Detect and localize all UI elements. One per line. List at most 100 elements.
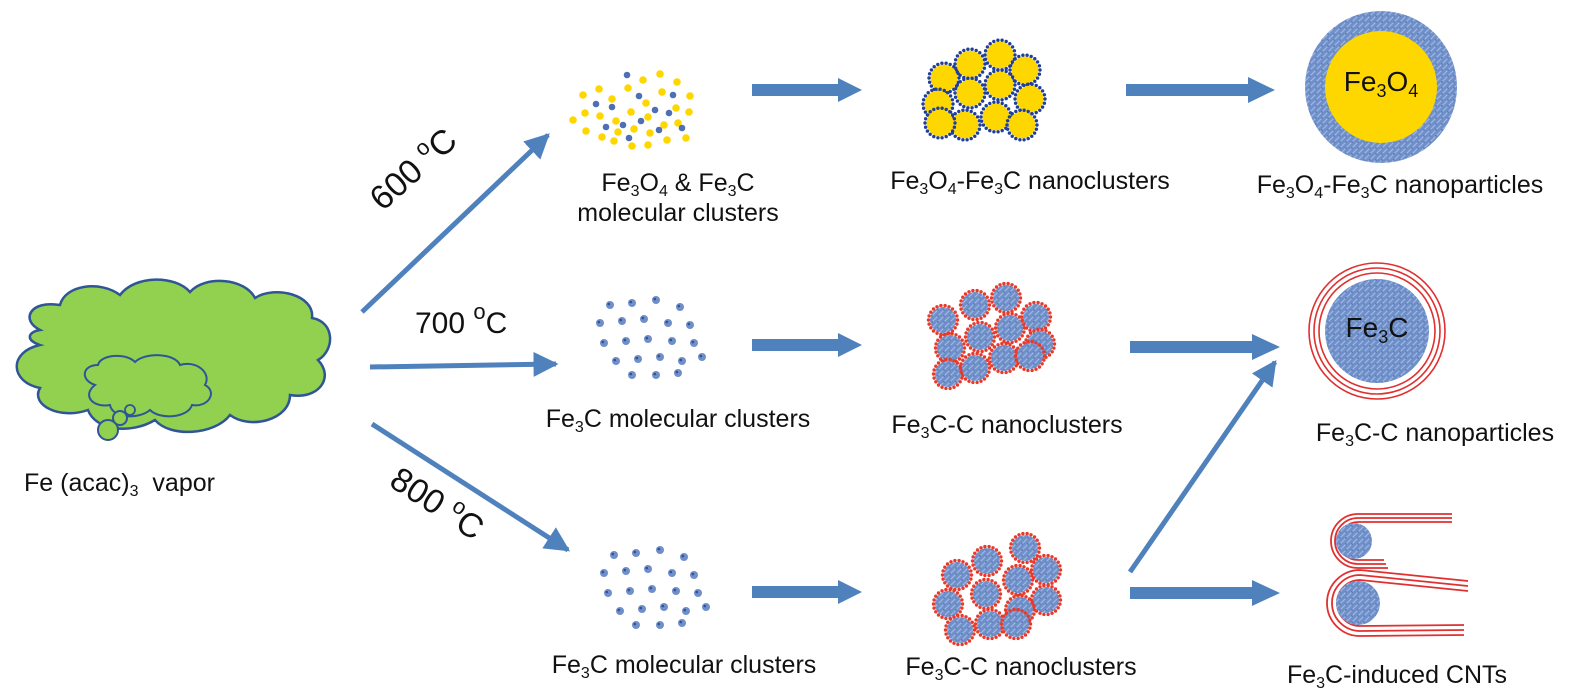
- shell-dot: [1013, 101, 1018, 105]
- shell-dot: [988, 64, 992, 69]
- shell-dot: [1032, 612, 1036, 616]
- t: Fe: [551, 651, 581, 679]
- shell-dot: [1030, 582, 1034, 586]
- shell-dot: [1007, 115, 1012, 119]
- blue-molecule: [660, 603, 668, 611]
- blue-molecule: [600, 339, 608, 347]
- shell-dot: [1038, 585, 1042, 589]
- shell-dot: [940, 136, 944, 140]
- shell-dot: [1020, 311, 1024, 315]
- shell-dot: [966, 76, 970, 80]
- temp-700-unit: C: [485, 307, 508, 340]
- shell-dot: [1046, 307, 1050, 311]
- shell-dot: [1050, 334, 1054, 338]
- shell-dot: [1058, 598, 1063, 602]
- shell-dot: [985, 45, 990, 49]
- shell-dot: [948, 357, 952, 362]
- nanocluster-core: [986, 41, 1014, 69]
- shell-dot: [927, 76, 931, 80]
- shell-dot: [944, 587, 948, 592]
- shell-dot: [983, 53, 987, 57]
- nanocluster-core: [1033, 557, 1059, 583]
- blue-molecule: [690, 571, 698, 579]
- shell-dot: [1012, 79, 1017, 83]
- shell-dot: [1038, 555, 1042, 559]
- shell-dot: [952, 125, 957, 129]
- blue-molecule: [682, 607, 690, 615]
- t: 4: [1408, 81, 1419, 101]
- nanocluster-core: [947, 617, 973, 643]
- blue-molecule: [702, 603, 710, 611]
- shell-dot: [942, 333, 946, 337]
- blue-molecule: [596, 319, 604, 327]
- blue-molecule-core: [617, 608, 621, 612]
- shell-dot: [1052, 346, 1056, 350]
- shell-dot: [994, 548, 999, 552]
- yellow-dot: [685, 108, 693, 116]
- shell-dot: [997, 633, 1002, 637]
- shell-dot: [987, 544, 991, 549]
- shell-dot: [975, 317, 979, 322]
- shell-dot: [1009, 542, 1013, 546]
- shell-dot: [1032, 590, 1036, 594]
- shell-dot: [958, 102, 962, 107]
- yellow-dot: [612, 117, 620, 125]
- shell-dot: [1030, 594, 1034, 598]
- shell-dot: [934, 87, 938, 91]
- shell-dot: [994, 285, 999, 289]
- row1-molecular-clusters: [569, 70, 694, 150]
- shell-dot: [983, 91, 987, 95]
- shell-dot: [957, 76, 961, 80]
- shell-dot: [992, 304, 996, 308]
- shell-dot: [1058, 568, 1063, 572]
- shell-dot: [1010, 283, 1014, 287]
- shell-dot: [997, 611, 1002, 615]
- shell-dot: [985, 91, 990, 95]
- t: 3: [1316, 675, 1326, 692]
- shell-dot: [965, 138, 969, 142]
- blue-molecule: [690, 339, 698, 347]
- t: 3: [574, 419, 584, 436]
- shell-dot: [964, 562, 969, 566]
- shell-dot: [935, 331, 939, 335]
- shell-dot: [986, 636, 990, 641]
- shell-dot: [944, 386, 948, 391]
- shell-dot: [980, 349, 984, 354]
- yellow-dot: [628, 142, 636, 150]
- shell-dot: [1008, 609, 1012, 613]
- shell-dot: [1056, 590, 1060, 594]
- shell-dot: [964, 615, 968, 619]
- shell-dot: [1032, 604, 1036, 608]
- shell-dot: [1000, 341, 1004, 346]
- shell-dot: [988, 72, 992, 76]
- shell-dot: [1022, 326, 1027, 330]
- shell-dot: [962, 104, 966, 109]
- shell-dot: [1002, 313, 1006, 317]
- shell-dot: [955, 322, 959, 326]
- t: Fe: [1256, 171, 1286, 199]
- shell-dot: [992, 345, 997, 349]
- shell-dot: [1018, 108, 1022, 112]
- row1-clusters-label: Fe3O4 & Fe3C molecular clusters: [560, 168, 796, 228]
- shell-dot: [1024, 595, 1028, 599]
- shell-dot: [988, 128, 992, 133]
- shell-dot: [988, 42, 992, 46]
- shell-dot: [950, 331, 954, 336]
- shell-dot: [932, 65, 936, 69]
- blue-molecule-core: [687, 322, 691, 326]
- shell-dot: [972, 600, 976, 604]
- shell-dot: [1012, 595, 1016, 599]
- shell-dot: [1028, 626, 1032, 630]
- temp-700-value: 700: [415, 307, 466, 340]
- shell-dot: [963, 377, 968, 381]
- shell-dot: [1053, 557, 1058, 561]
- yellow-dot: [630, 125, 638, 133]
- shell-dot: [1028, 622, 1033, 626]
- shell-dot: [990, 607, 994, 612]
- nanocluster-core: [951, 111, 979, 139]
- shell-dot: [930, 88, 934, 93]
- shell-dot: [1022, 330, 1026, 334]
- shell-dot: [1030, 600, 1034, 604]
- row2-nanoclusters: [926, 281, 1057, 391]
- shell-dot: [957, 558, 961, 563]
